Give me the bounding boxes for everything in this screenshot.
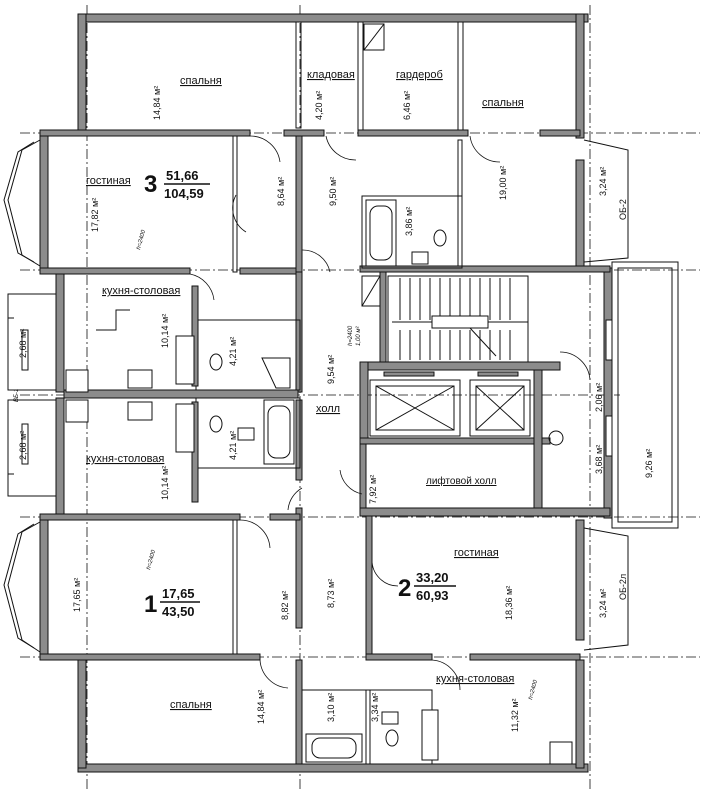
room-area-hall-lower-left: 8,82 м² <box>280 591 290 620</box>
toilets <box>209 229 447 747</box>
staircase <box>387 275 529 363</box>
room-labels: спальня 14,84 м² кладовая 4,20 м² гардер… <box>14 69 654 732</box>
room-area-corridor-lower: 8,73 м² <box>326 579 336 608</box>
apartment-3-total: 104,59 <box>164 186 204 201</box>
room-area-lift-hall: 7,92 м² <box>368 475 378 504</box>
room-name-bedroom-top-right: спальня <box>482 97 524 109</box>
room-area-balcony-left-lower: 2,68 м² <box>18 431 28 460</box>
apartment-3-tag: 3 51,66 104,59 <box>144 168 210 201</box>
room-area-bath-bottom-1: 3,10 м² <box>326 693 336 722</box>
apartment-2-total: 60,93 <box>416 588 449 603</box>
room-name-bedroom-top-left: спальня <box>180 75 222 87</box>
room-name-wardrobe: гардероб <box>396 69 443 81</box>
apartment-2-tag: 2 33,20 60,93 <box>398 570 456 603</box>
room-name-kitchen-lower: кухня-столовая <box>86 453 164 465</box>
room-name-living-top: гостиная <box>86 175 131 187</box>
height-note-lower: h=2400 <box>146 549 157 571</box>
balcony-top-code: ОБ-2 <box>618 199 628 220</box>
stair-tag: 1,00 м² <box>356 326 362 346</box>
room-area-vestibule: 2,06 м² <box>594 383 604 412</box>
bathtubs <box>263 199 397 763</box>
room-area-balcony-left-upper: 2,68 м² <box>18 329 28 358</box>
apartment-2-number: 2 <box>398 575 411 602</box>
room-area-living-lower-right: 18,36 м² <box>504 586 514 620</box>
room-area-corridor-top: 9,50 м² <box>328 177 338 206</box>
room-name-kitchen-upper: кухня-столовая <box>102 285 180 297</box>
elevator-shafts <box>369 371 531 437</box>
apartment-1-living: 17,65 <box>162 586 195 601</box>
sinks <box>237 251 429 725</box>
room-name-kitchen-bottom: кухня-столовая <box>436 673 514 685</box>
room-area-storage: 4,20 м² <box>314 91 324 120</box>
apartment-3-living: 51,66 <box>166 168 199 183</box>
room-area-living-lower-left: 17,65 м² <box>72 578 82 612</box>
balcony-lower-code: ОБ-2л <box>618 574 628 600</box>
balcony-left-code: ВБ-1 <box>14 389 20 402</box>
apartment-1-tag: 1 17,65 43,50 <box>144 586 200 619</box>
room-area-small-room: 3,68 м² <box>594 445 604 474</box>
room-area-bedroom-top-right: 19,00 м² <box>498 166 508 200</box>
height-note-kitchen-bottom: h=2400 <box>528 679 539 701</box>
room-area-wardrobe: 6,46 м² <box>402 91 412 120</box>
room-area-kitchen-bottom: 11,32 м² <box>510 698 520 732</box>
height-note-hall: h=2400 <box>348 325 354 346</box>
windows <box>21 319 613 465</box>
exterior-walls <box>39 13 613 773</box>
room-name-storage: кладовая <box>307 69 355 81</box>
room-area-living-top: 17,82 м² <box>90 198 100 232</box>
small-shafts <box>361 23 564 446</box>
left-balconies <box>7 293 57 497</box>
room-area-bath-bottom-2: 3,34 м² <box>370 693 380 722</box>
room-area-balcony-lower: 3,24 м² <box>598 589 608 618</box>
room-area-bedroom-bottom: 14,84 м² <box>256 690 266 724</box>
room-name-living-lower-right: гостиная <box>454 547 499 559</box>
apartment-1-total: 43,50 <box>162 604 195 619</box>
door-swings <box>189 135 591 691</box>
room-area-bath-upper: 4,21 м² <box>228 337 238 366</box>
room-area-hall-center: 9,54 м² <box>326 355 336 384</box>
room-area-bedroom-top-left: 14,84 м² <box>152 86 162 120</box>
apartment-2-living: 33,20 <box>416 570 449 585</box>
apartment-1-number: 1 <box>144 591 157 618</box>
room-area-bath-lower: 4,21 м² <box>228 431 238 460</box>
height-note-top: h=2400 <box>136 229 147 251</box>
apartment-3-number: 3 <box>144 171 157 198</box>
kitchen-fixtures <box>65 309 573 765</box>
bay-window-top <box>3 139 41 653</box>
room-area-balcony-top: 3,24 м² <box>598 167 608 196</box>
room-area-kitchen-lower: 10,14 м² <box>160 466 170 500</box>
room-area-bath-top: 3,86 м² <box>404 207 414 236</box>
right-balconies <box>583 139 679 651</box>
room-name-bedroom-bottom: спальня <box>170 699 212 711</box>
room-area-kitchen-upper: 10,14 м² <box>160 314 170 348</box>
interior-walls <box>39 21 611 765</box>
room-name-hall: холл <box>316 403 340 415</box>
room-name-lift-hall: лифтовой холл <box>426 475 497 487</box>
room-area-hall-top: 8,64 м² <box>276 177 286 206</box>
room-area-loggia-right: 9,26 м² <box>644 449 654 478</box>
